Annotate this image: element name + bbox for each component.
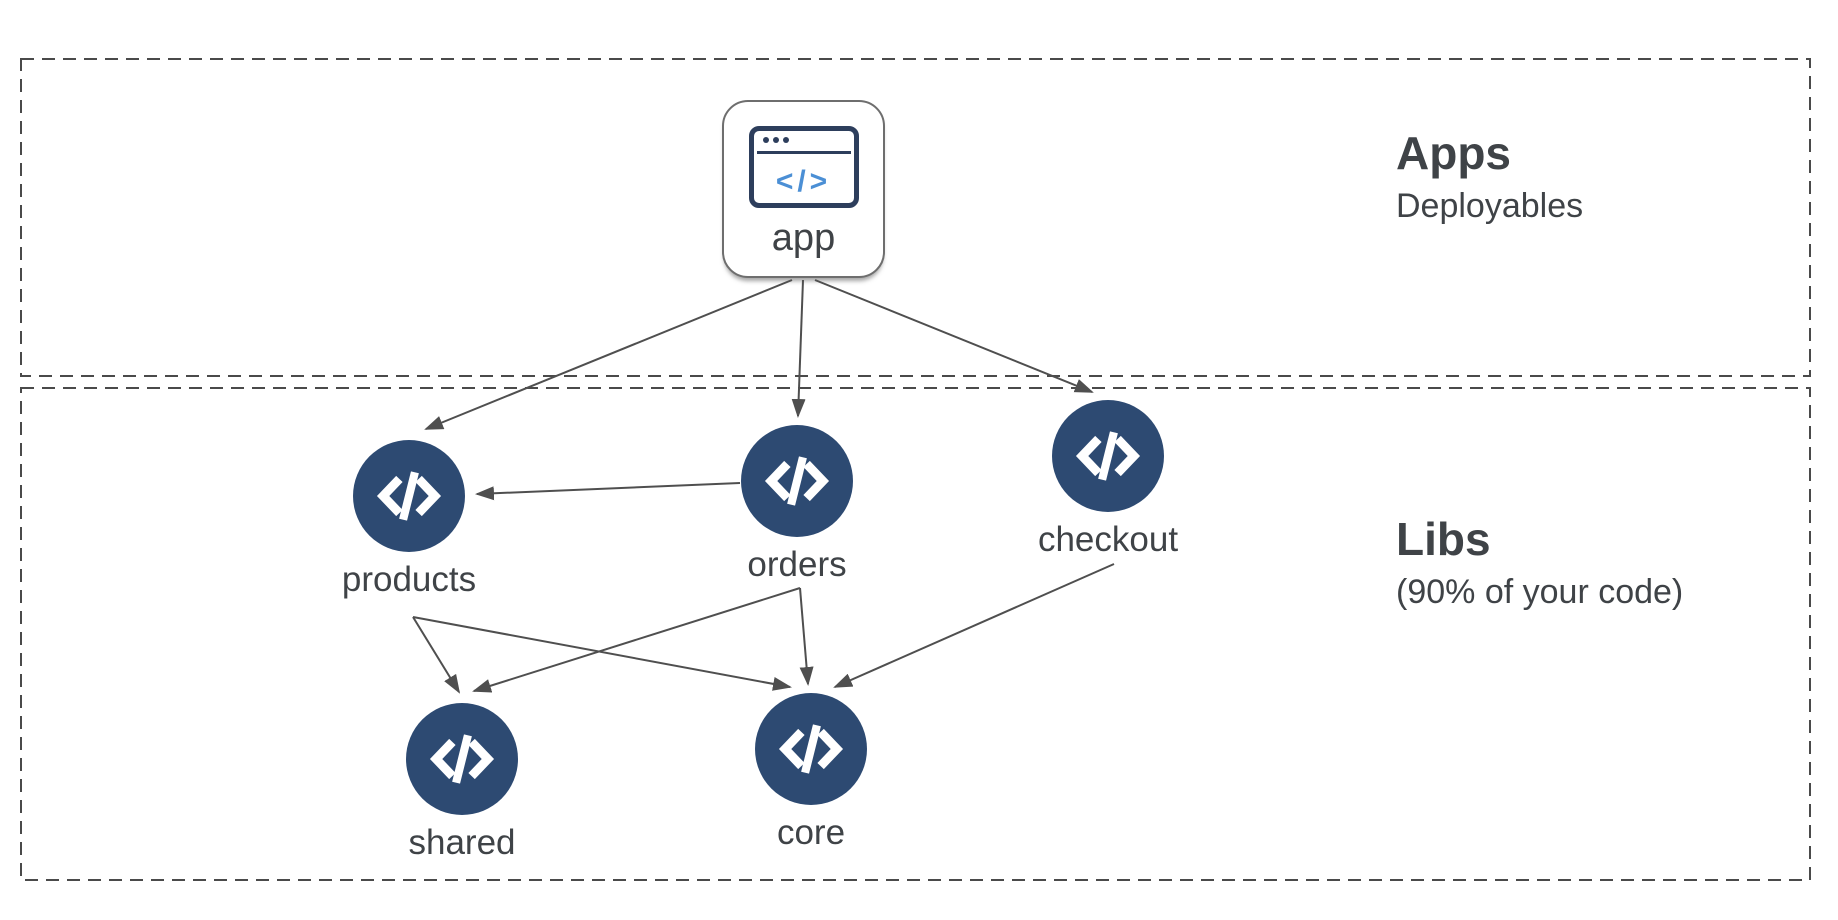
node-products: products bbox=[309, 440, 509, 600]
node-label: core bbox=[776, 813, 846, 852]
code-icon bbox=[353, 440, 465, 552]
node-orders: orders bbox=[697, 425, 897, 585]
libs-section-box bbox=[20, 387, 1811, 881]
browser-topline bbox=[756, 151, 851, 154]
node-label: orders bbox=[747, 545, 847, 584]
node-core: core bbox=[711, 693, 911, 853]
node-label: shared bbox=[408, 823, 516, 862]
section-title-text: Libs bbox=[1396, 513, 1491, 565]
node-checkout: checkout bbox=[1008, 400, 1208, 560]
edge-products-core bbox=[412, 616, 792, 691]
node-shared: shared bbox=[362, 703, 562, 863]
node-label: products bbox=[341, 560, 477, 599]
edge-app-checkout bbox=[814, 279, 1094, 393]
section-title-text: Apps bbox=[1396, 127, 1511, 179]
edge-orders-core bbox=[799, 587, 814, 686]
code-icon bbox=[1052, 400, 1164, 512]
apps-section-title: Apps Deployables bbox=[1396, 128, 1583, 226]
edge-app-products bbox=[424, 279, 793, 430]
node-app: </> app bbox=[722, 100, 885, 278]
node-label: app bbox=[771, 217, 836, 259]
code-icon bbox=[755, 693, 867, 805]
edge-products-shared bbox=[412, 616, 461, 694]
node-label: checkout bbox=[1037, 520, 1179, 559]
edge-app-orders bbox=[791, 279, 806, 418]
section-subtitle-text: (90% of your code) bbox=[1396, 572, 1684, 611]
browser-dots-icon bbox=[762, 137, 789, 143]
browser-code-icon: </> bbox=[748, 126, 859, 208]
libs-section-title: Libs (90% of your code) bbox=[1396, 514, 1683, 612]
code-icon bbox=[741, 425, 853, 537]
code-icon bbox=[406, 703, 518, 815]
code-glyph: </> bbox=[775, 165, 832, 198]
section-subtitle-text: Deployables bbox=[1396, 186, 1584, 225]
edge-orders-shared bbox=[472, 587, 801, 693]
